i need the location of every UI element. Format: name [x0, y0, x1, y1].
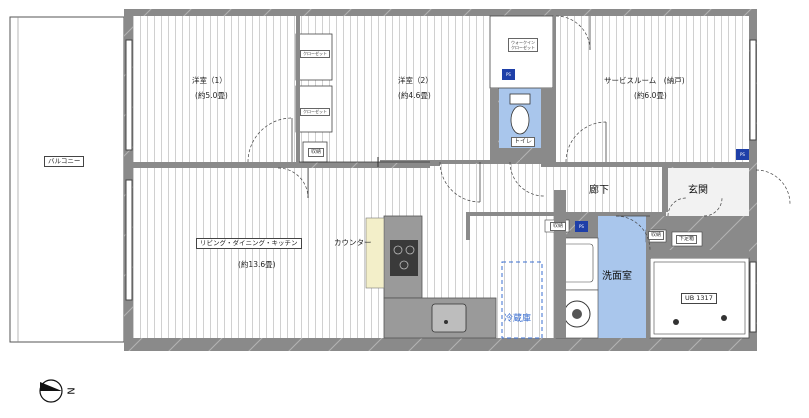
ps-marker-2: PS	[736, 149, 749, 160]
shoe-box-label: 下足箱	[676, 235, 698, 244]
walkin-closet-label: ウォークイン クローゼット	[508, 38, 538, 53]
room-western-2-name: 洋室（2）	[398, 76, 433, 85]
room-ldk-name: リビング・ダイニング・キッチン	[196, 238, 302, 249]
room-western-2-size: (約4.6畳)	[398, 91, 431, 100]
room-western-1-size: (約5.0畳)	[195, 91, 228, 100]
washroom-label: 洗面室	[602, 271, 632, 282]
shuno-2-label: 収納	[550, 222, 567, 231]
washroom-floor	[598, 216, 648, 338]
compass-letter: N	[64, 387, 76, 395]
hallway-floor	[430, 164, 666, 212]
closet-b-label: クローゼット	[300, 108, 330, 116]
shuno-3-label: 収納	[648, 231, 665, 240]
ps-marker-1: PS	[502, 69, 515, 80]
counter-label: カウンター	[334, 238, 372, 247]
closet-a-label: クローゼット	[300, 50, 330, 58]
shuno-1-label: 収納	[308, 148, 325, 157]
room-service-size: (約6.0畳)	[634, 91, 667, 100]
room-service-floor	[556, 16, 749, 162]
toilet-label: トイレ	[511, 137, 536, 147]
counter-front	[365, 217, 385, 289]
room-ldk-size: (約13.6畳)	[238, 260, 276, 269]
balcony	[9, 16, 125, 343]
ps-marker-3: PS	[575, 221, 588, 232]
room-service-name: サービスルーム (納戸)	[604, 76, 685, 85]
fridge-space	[501, 261, 543, 339]
entrance-label: 玄関	[688, 185, 708, 196]
fridge-label: 冷蔵庫	[504, 314, 532, 324]
entrance-floor	[666, 168, 749, 216]
stove	[390, 240, 418, 276]
hallway-label: 廊下	[589, 185, 609, 196]
bath-label: UB 1317	[681, 293, 717, 304]
room-western-1-floor	[133, 16, 296, 162]
room-western-1-name: 洋室（1）	[192, 76, 227, 85]
balcony-label: バルコニー	[44, 156, 85, 167]
